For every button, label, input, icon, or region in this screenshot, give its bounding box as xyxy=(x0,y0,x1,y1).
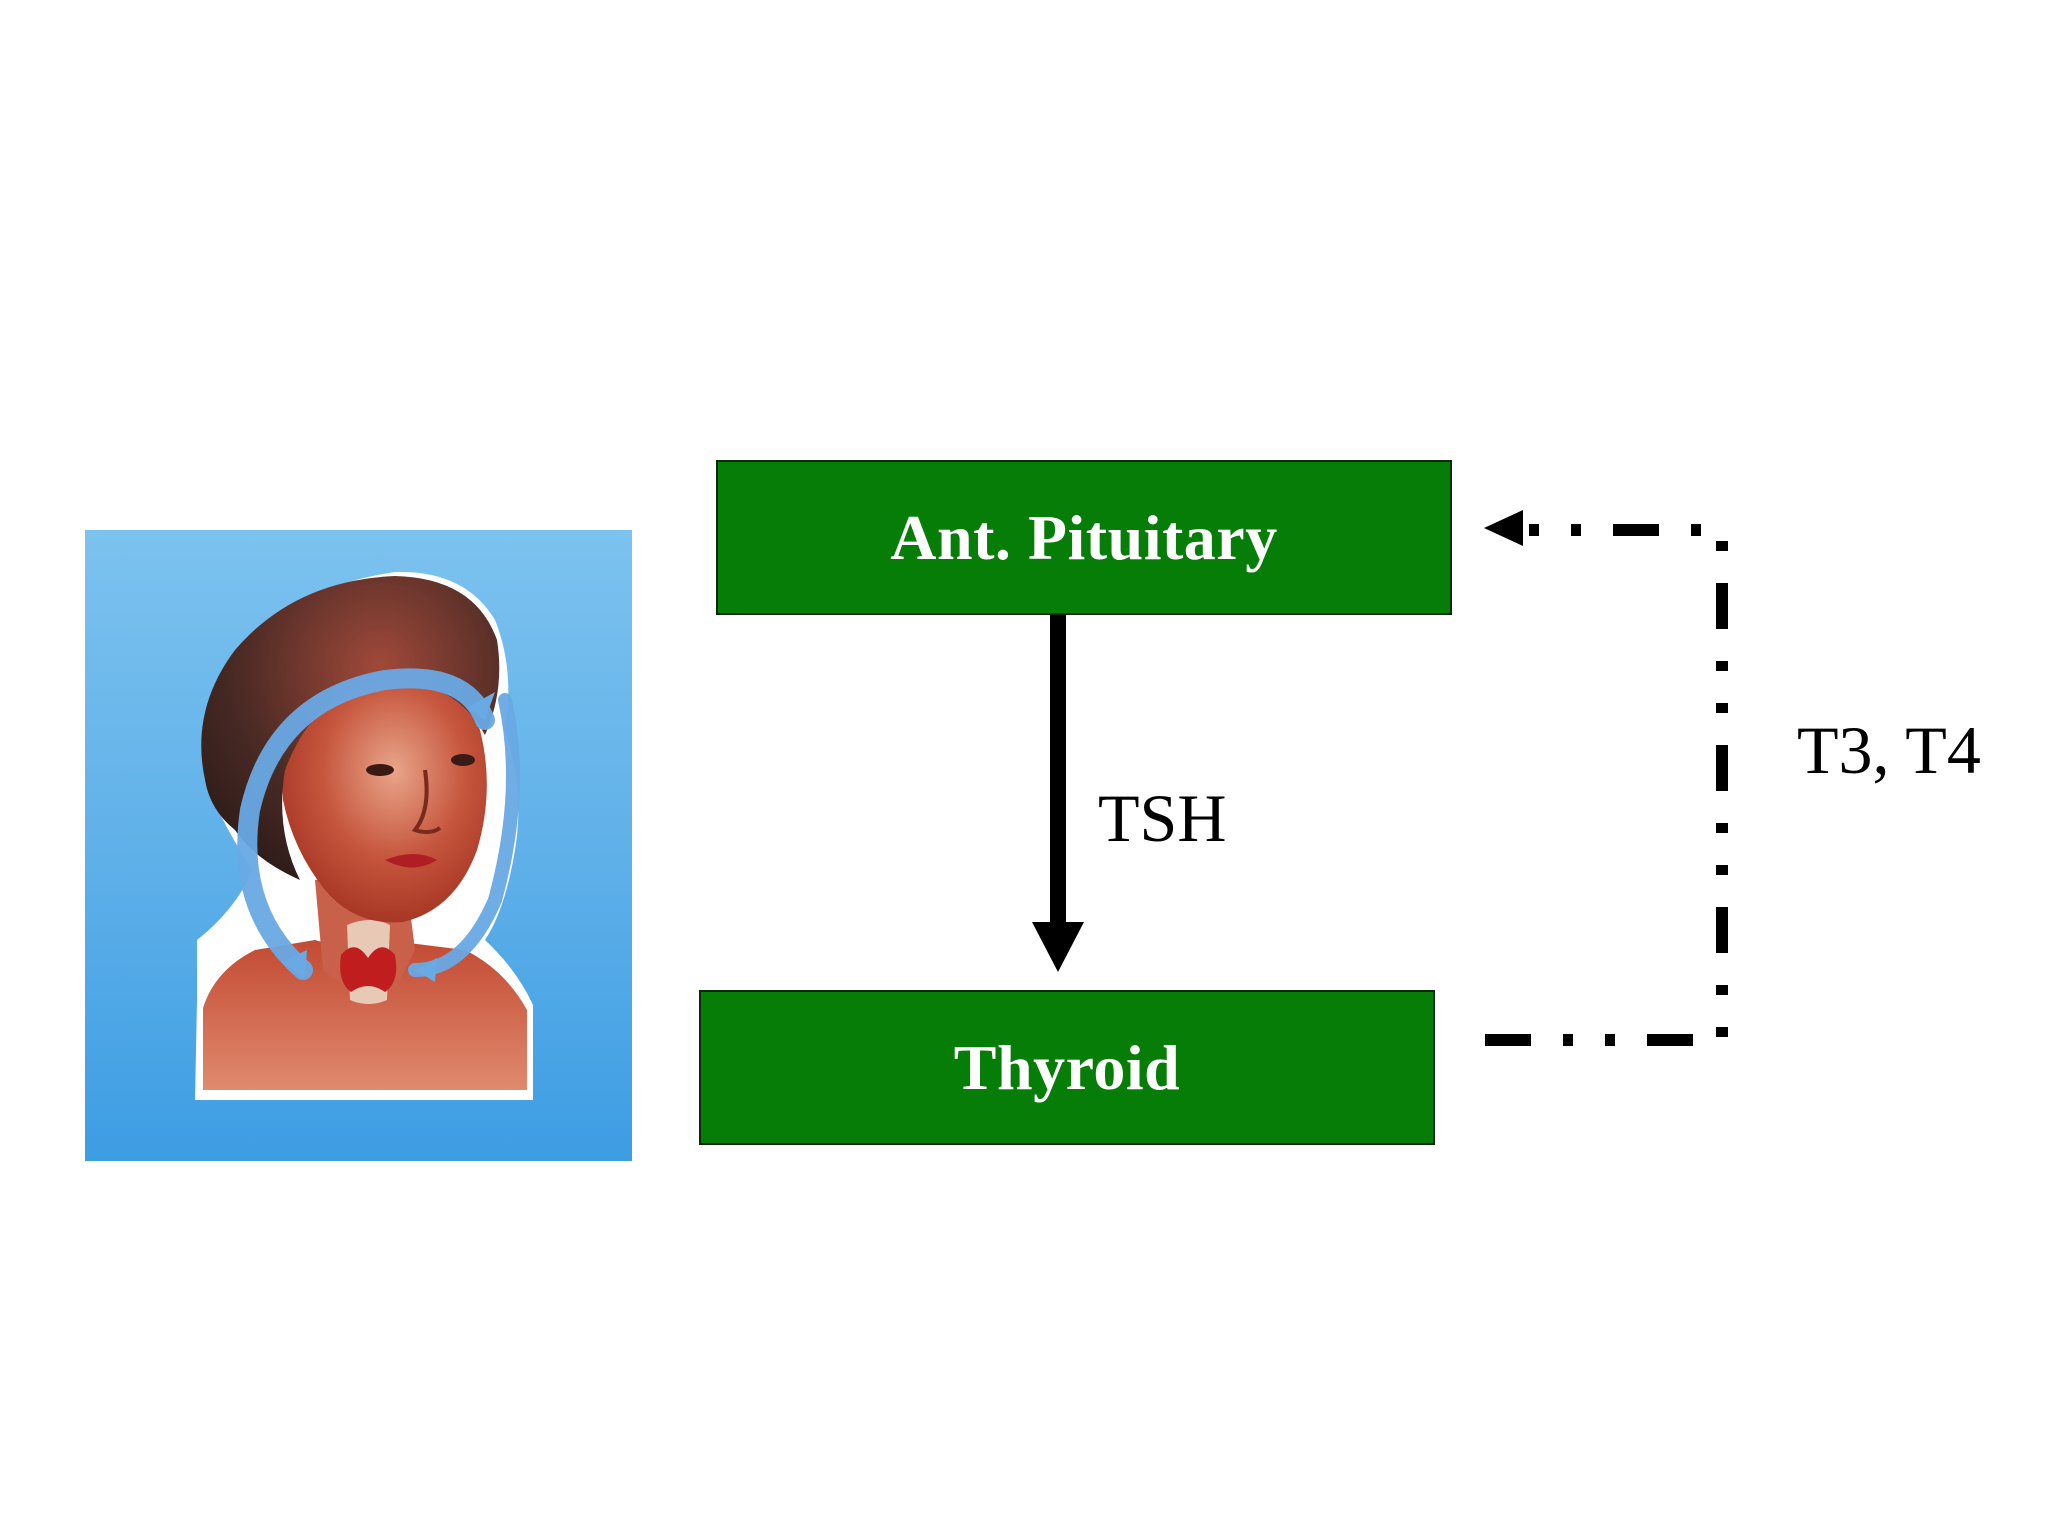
tsh-arrow-head xyxy=(1032,922,1084,972)
node-anterior-pituitary: Ant. Pituitary xyxy=(716,460,1452,615)
node-thyroid-label: Thyroid xyxy=(953,1031,1181,1103)
head-neck-thyroid-illustration xyxy=(85,530,632,1161)
node-anterior-pituitary-label: Ant. Pituitary xyxy=(890,501,1278,573)
feedback-loop-path xyxy=(1485,524,1728,1046)
feedback-label: T3, T4 xyxy=(1797,712,1981,788)
node-thyroid: Thyroid xyxy=(699,990,1435,1145)
tsh-label: TSH xyxy=(1098,780,1227,856)
feedback-arrow-head xyxy=(1484,510,1523,546)
